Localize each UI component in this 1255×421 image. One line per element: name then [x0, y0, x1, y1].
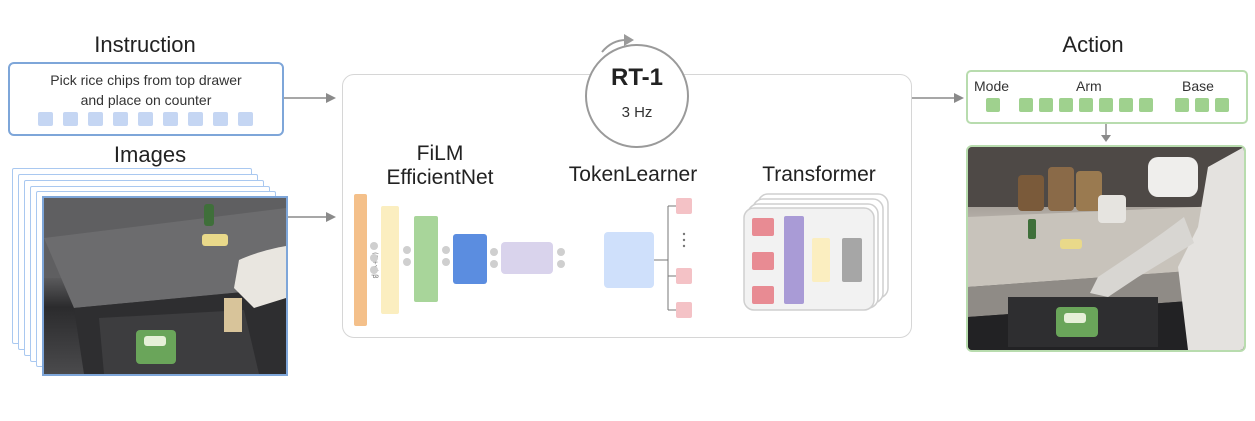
cycle-arrow-icon: [601, 34, 634, 53]
film-green-layer: [414, 216, 438, 302]
right-arrow-icon: [284, 93, 336, 103]
transformer-token: [752, 218, 774, 236]
film-node: [403, 258, 411, 266]
action-header: Action: [1062, 32, 1124, 57]
instruction-token: [138, 112, 153, 126]
film-orange-layer: [354, 194, 367, 326]
ellipsis-dot: [682, 232, 686, 236]
transformer-token: [752, 252, 774, 270]
rt1-cycle: RT-1 3 Hz: [585, 44, 689, 148]
model-rate: 3 Hz: [621, 104, 653, 121]
film-node: [442, 246, 450, 254]
token: [676, 302, 692, 318]
action-arm-token: [1099, 98, 1113, 112]
film-node: [557, 248, 565, 256]
film-conditioning-glyph: (1+γ) β: [371, 252, 379, 279]
instruction-token: [63, 112, 78, 126]
transformer-attention: [784, 216, 804, 304]
architecture-diagram: (1+γ) β: [354, 193, 889, 326]
transformer-token: [752, 286, 774, 304]
transformer-ffn: [812, 238, 830, 282]
instruction-line-1: Pick rice chips from top drawer: [50, 72, 242, 88]
film-node: [490, 260, 498, 268]
film-yellow-layer: [381, 206, 399, 314]
action-arm-token: [1039, 98, 1053, 112]
instruction-token: [188, 112, 203, 126]
film-node: [557, 260, 565, 268]
action-base-token: [1215, 98, 1229, 112]
down-arrow-icon: [1101, 124, 1111, 142]
film-node: [403, 246, 411, 254]
action-arm-token: [1019, 98, 1033, 112]
tokenlearner-block: [604, 232, 654, 288]
right-arrow-icon: [912, 93, 964, 103]
token: [676, 268, 692, 284]
film-node: [442, 258, 450, 266]
action-base-token: [1175, 98, 1189, 112]
model-name: RT-1: [610, 64, 663, 91]
images-header: Images: [113, 142, 187, 167]
action-mode-token: [986, 98, 1000, 112]
film-blue-layer: [453, 234, 487, 284]
action-base-token: [1195, 98, 1209, 112]
instruction-token: [113, 112, 128, 126]
film-label-line-2: EfficientNet: [386, 166, 494, 189]
camera-image: [42, 196, 288, 376]
robot-image: [966, 145, 1246, 352]
action-arm-token: [1119, 98, 1133, 112]
film-lavender-layer: [501, 242, 553, 274]
film-node: [370, 266, 378, 274]
ellipsis-dot: [682, 244, 686, 248]
film-node: [370, 242, 378, 250]
instruction-token: [238, 112, 253, 126]
action-mode-label: Mode: [974, 78, 1010, 94]
transformer-label: Transformer: [762, 163, 876, 186]
transformer-front-panel: [743, 207, 875, 311]
action-arm-token: [1059, 98, 1073, 112]
ellipsis-dot: [682, 238, 686, 242]
action-token-box: Mode Arm Base: [966, 70, 1248, 124]
token: [676, 198, 692, 214]
kitchen-drawer-picture: [44, 198, 286, 374]
instruction-text: Pick rice chips from top drawer and plac…: [10, 70, 282, 110]
instruction-line-2: and place on counter: [80, 92, 212, 108]
tokenlearner-label: TokenLearner: [568, 163, 698, 186]
instruction-token: [38, 112, 53, 126]
instruction-header: Instruction: [94, 32, 196, 57]
instruction-token: [163, 112, 178, 126]
film-label-line-1: FiLM: [416, 142, 464, 165]
right-arrow-icon: [288, 212, 336, 222]
action-base-label: Base: [1182, 78, 1214, 94]
robot-scene-picture: [968, 147, 1244, 350]
film-efficientnet-label: FiLM EfficientNet: [365, 142, 515, 190]
action-arm-token: [1139, 98, 1153, 112]
film-node: [490, 248, 498, 256]
instruction-box: Pick rice chips from top drawer and plac…: [8, 62, 284, 136]
transformer-output: [842, 238, 862, 282]
instruction-token: [88, 112, 103, 126]
film-node: [370, 254, 378, 262]
instruction-token: [213, 112, 228, 126]
action-arm-label: Arm: [1076, 78, 1102, 94]
action-arm-token: [1079, 98, 1093, 112]
